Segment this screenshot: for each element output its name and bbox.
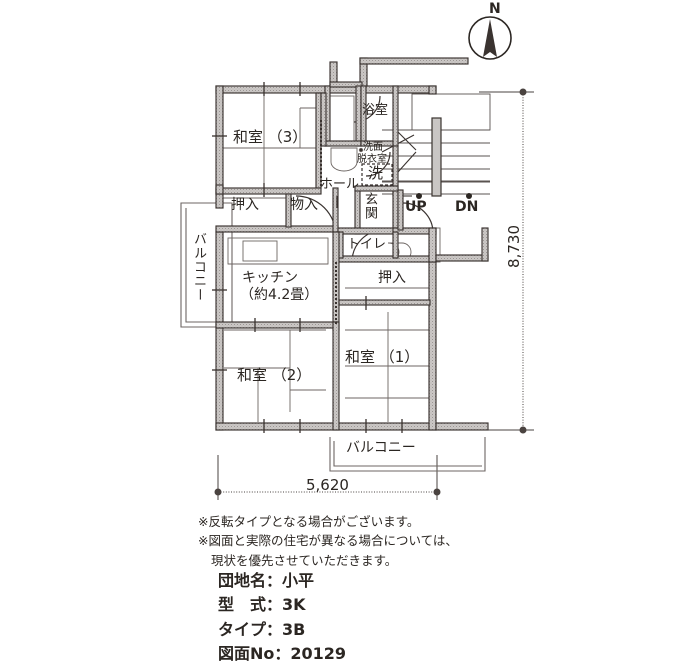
- closet-label-oshiire-mid: 押入: [378, 270, 406, 286]
- spec-row-estate: 団地名：小平: [218, 569, 346, 593]
- spec-value-estate: 小平: [282, 571, 315, 590]
- spec-value-variant: 3B: [282, 619, 306, 639]
- spec-key-type: 型 式：: [218, 595, 283, 615]
- balcony-label-bottom: バルコニー: [346, 440, 416, 456]
- room-label-kitchen-line1: キッチン: [242, 270, 298, 286]
- room-label-hall: ホール: [320, 177, 360, 192]
- room-label-kitchen-line2: （約4.2畳）: [240, 287, 319, 303]
- room-label-toilet: トイレ: [347, 237, 387, 252]
- note-line-2: ※図面と実際の住宅が異なる場合については、: [198, 533, 458, 549]
- spec-row-variant: タイプ：3B: [218, 618, 346, 642]
- room-label-washitsu1: 和室 （1）: [345, 348, 420, 366]
- dimension-label-vertical: 8,730: [505, 225, 523, 268]
- closet-label-oshiire-top: 押入: [231, 197, 259, 213]
- dimension-horizontal: [214, 455, 441, 500]
- sliding-partition: [320, 120, 337, 324]
- balcony-left-outline: [180, 202, 233, 328]
- stairs-up-label: UP: [405, 199, 427, 215]
- spec-key-drawing-no: 図面No：: [218, 643, 291, 663]
- stairs-down-label: DN: [455, 199, 479, 215]
- spec-row-type: 型 式：3K: [218, 593, 346, 617]
- spec-value-type: 3K: [282, 595, 306, 615]
- corridor-walls: [397, 189, 489, 431]
- floor-plan-drawing: [180, 16, 534, 500]
- room-label-washroom-line2: 脱衣室: [357, 154, 387, 165]
- room-label-washitsu3: 和室 （3）: [233, 128, 308, 146]
- room-label-genkan: 玄関: [362, 192, 377, 220]
- closet-label-monoire: 物入: [290, 197, 318, 213]
- room-label-bath: 浴室: [362, 103, 389, 118]
- room-label-washroom-line1: 洗面: [363, 142, 383, 153]
- stairs: [381, 93, 491, 199]
- dimension-label-horizontal: 5,620: [306, 476, 349, 494]
- balcony-label-left: バルコニー: [191, 232, 206, 302]
- property-spec-list: 団地名：小平 型 式：3K タイプ：3B 図面No：20129: [218, 569, 346, 666]
- note-line-3: 現状を優先させていただきます。: [211, 552, 398, 568]
- door-openings: [212, 82, 403, 433]
- spec-row-drawing-no: 図面No：20129: [218, 642, 346, 666]
- room-label-washitsu2: 和室 （2）: [237, 366, 312, 384]
- floor-plan-page: 和室 （3） 浴室 洗面 脱衣室 洗 ホール 玄関 トイレ 押入 物入 押入 キ…: [180, 1, 534, 663]
- spec-value-drawing-no: 20129: [290, 643, 347, 663]
- north-label: N: [489, 1, 501, 17]
- disclaimer-notes: ※反転タイプとなる場合がございます。 ※図面と実際の住宅が異なる場合については、…: [198, 512, 458, 570]
- washer-label: 洗: [368, 164, 384, 182]
- walls: [215, 57, 469, 431]
- spec-key-variant: タイプ：: [218, 619, 283, 639]
- spec-key-estate: 団地名：: [218, 571, 283, 590]
- note-line-1: ※反転タイプとなる場合がございます。: [198, 514, 420, 529]
- balcony-bottom-outline: [329, 437, 486, 472]
- north-arrow-icon: [468, 16, 512, 60]
